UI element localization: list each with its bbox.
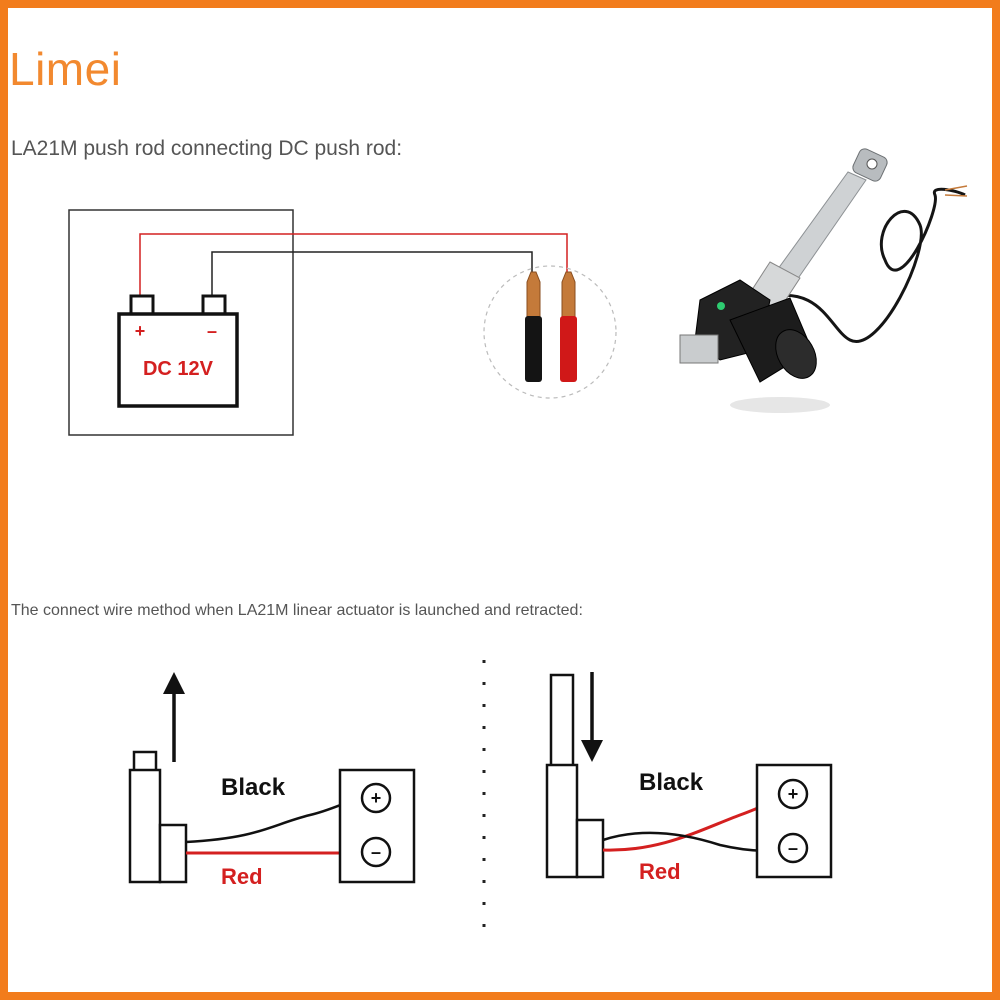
actuator-bracket — [679, 334, 719, 364]
red-label-retract: Red — [639, 859, 681, 884]
actuator-motor-left — [158, 823, 188, 884]
red-wire-insulation — [560, 316, 577, 382]
copper-tip-red — [561, 271, 576, 319]
linear-actuator-image — [679, 148, 968, 413]
black-wire-top — [211, 251, 533, 296]
terminal-plus-left-label: + — [371, 788, 382, 808]
battery-terminal-minus — [201, 294, 227, 316]
cable-end-1 — [944, 185, 968, 191]
wire-detail-circle — [483, 265, 617, 399]
actuator-shadow — [730, 397, 830, 413]
black-label-extend: Black — [221, 774, 286, 801]
battery-plus-label: + — [135, 321, 146, 341]
extend-diagram: + – Black Red — [128, 672, 416, 889]
actuator-cable — [759, 187, 966, 343]
terminal-plus-right — [777, 778, 809, 810]
terminal-plus-left — [360, 782, 392, 814]
actuator-body-left — [128, 768, 162, 884]
down-arrow-icon — [581, 740, 603, 762]
wire-ends-detail — [483, 265, 617, 399]
battery-minus-label: – — [207, 321, 217, 341]
retract-diagram: + – Black Red — [545, 672, 833, 884]
battery-terminal-plus — [129, 294, 155, 316]
terminal-minus-right — [777, 832, 809, 864]
copper-tip-black — [526, 271, 541, 319]
heading-wire-method: The connect wire method when LA21M linea… — [11, 602, 583, 619]
battery-enclosure — [68, 209, 294, 436]
battery-icon — [117, 312, 239, 408]
motor-end-cap — [775, 329, 817, 379]
heading-connection: LA21M push rod connecting DC push rod: — [11, 137, 403, 160]
actuator-rod-retracted — [549, 673, 575, 769]
brand-logo-text: Limei — [9, 43, 122, 95]
actuator-led — [717, 302, 725, 310]
battery-box-diagram: + – DC 12V — [68, 209, 568, 436]
battery-voltage-label: DC 12V — [143, 358, 214, 380]
terminal-plus-right-label: + — [788, 784, 799, 804]
cable-end-2 — [944, 194, 968, 197]
terminal-minus-left — [360, 836, 392, 868]
actuator-body-right — [545, 763, 579, 879]
black-label-retract: Black — [639, 769, 704, 796]
terminal-minus-right-label: – — [788, 838, 798, 858]
rod-end-hole — [866, 158, 878, 170]
black-wire-insulation — [525, 316, 542, 382]
red-label-extend: Red — [221, 864, 263, 889]
actuator-motor-right — [575, 818, 605, 879]
red-wire-top — [139, 233, 568, 296]
terminal-minus-left-label: – — [371, 842, 381, 862]
up-arrow-icon — [163, 672, 185, 694]
